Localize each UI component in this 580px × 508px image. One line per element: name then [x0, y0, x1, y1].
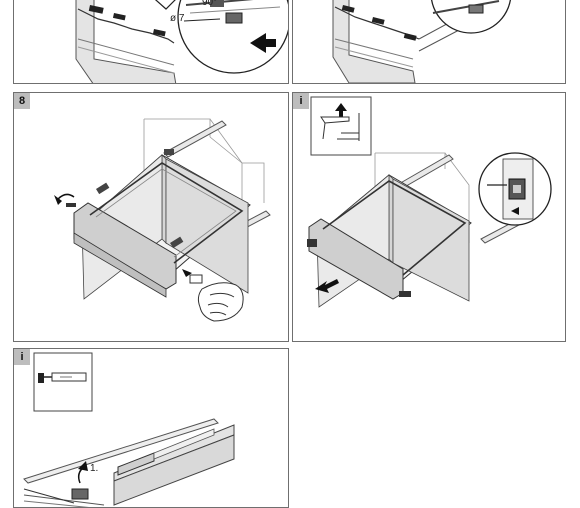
step-badge-8: 8 — [14, 93, 30, 109]
runner-release-illustration: 1. — [23, 352, 235, 507]
panel-info-bottom: i 1. — [13, 348, 289, 508]
drawer-remove-illustration — [307, 96, 552, 308]
drawer-mounted-illustration — [332, 0, 512, 83]
angle-label: 90° — [202, 0, 217, 8]
panel-step-8: 8 — [13, 92, 289, 342]
panel-top-left: 90° ø 7 — [13, 0, 289, 84]
panel-info-right: i — [292, 92, 566, 342]
step-label: 1. — [90, 463, 98, 474]
drawer-drill-illustration: 90° ø 7 — [75, 0, 288, 83]
panel-top-right — [292, 0, 566, 84]
drawer-insert-illustration — [54, 118, 271, 322]
diameter-label: ø 7 — [170, 13, 185, 24]
info-badge-bottom: i — [14, 349, 30, 365]
info-badge-right: i — [293, 93, 309, 109]
